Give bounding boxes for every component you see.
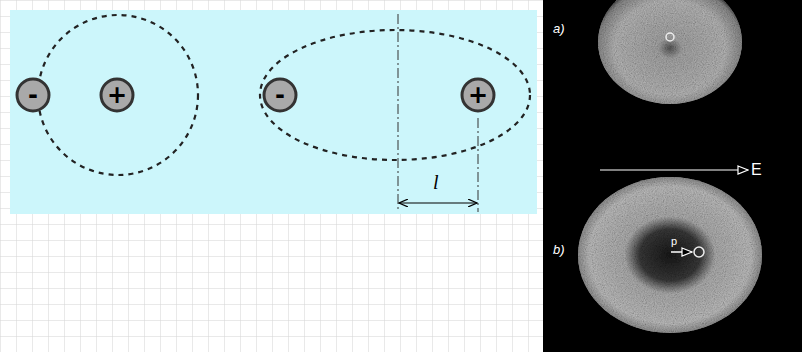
figure-label: a) [553, 22, 565, 35]
charge-circle: + [99, 77, 135, 113]
charge-sign: - [275, 83, 285, 107]
charge-sign: + [107, 83, 127, 107]
figure-label: p [671, 236, 677, 247]
figure-label: l [433, 172, 439, 192]
charge-circle: + [460, 77, 496, 113]
figure-label: b) [553, 243, 565, 256]
charge-sign: + [468, 83, 488, 107]
charge-circle: - [262, 77, 298, 113]
charge-sign: - [28, 83, 38, 107]
figure-label: E [751, 162, 762, 178]
charge-circle: - [15, 77, 51, 113]
